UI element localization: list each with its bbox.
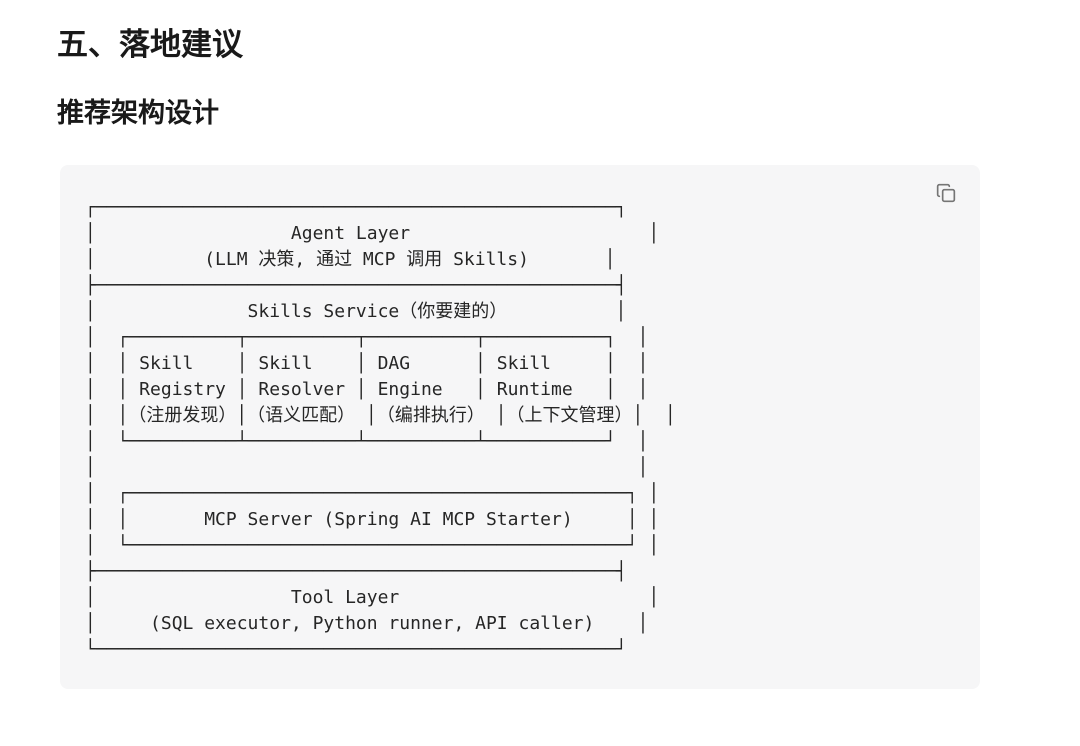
copy-icon <box>936 183 956 206</box>
code-block: ┌───────────────────────────────────────… <box>60 164 980 689</box>
ascii-architecture-diagram: ┌───────────────────────────────────────… <box>85 196 676 660</box>
copy-button[interactable] <box>933 180 959 206</box>
section-title: 五、落地建议 <box>57 27 243 62</box>
subsection-title: 推荐架构设计 <box>57 97 219 128</box>
